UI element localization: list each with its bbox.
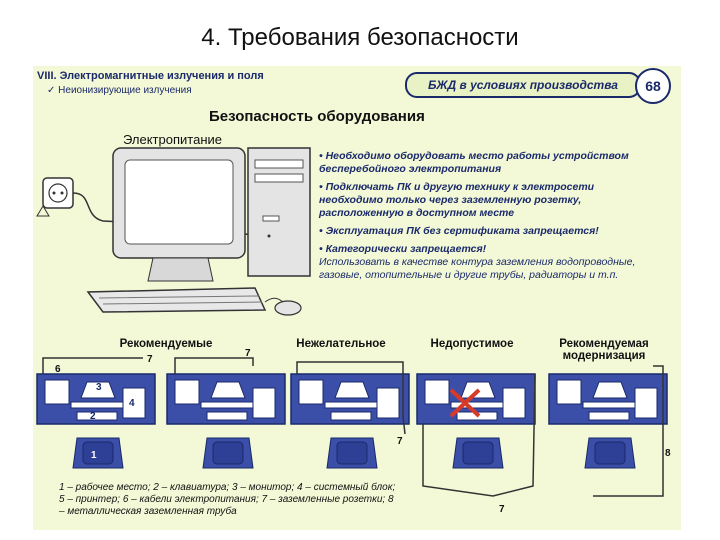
legend-text: 1 – рабочее место; 2 – клавиатура; 3 – м… <box>59 482 396 517</box>
mouse-icon <box>274 300 302 316</box>
station-unacceptable <box>416 373 536 469</box>
label-8: 8 <box>665 448 671 459</box>
caption-undesirable: Нежелательное <box>296 338 386 350</box>
prohibited-cross-icon <box>449 388 481 418</box>
monitor-icon <box>112 147 246 282</box>
slide-title: 4. Требования безопасности <box>201 24 519 51</box>
power-subtitle: Электропитание <box>123 132 222 147</box>
label-2: 2 <box>90 411 96 422</box>
bullet-item: • Необходимо оборудовать место работы ус… <box>319 150 629 175</box>
workstation-diagrams: 5 3 4 2 1 6 7 7 7 7 8 <box>36 348 671 515</box>
label-7c: 7 <box>397 436 403 447</box>
label-6: 6 <box>55 364 61 375</box>
label-7: 7 <box>147 354 153 365</box>
poster-header-line1: VIII. Электромагнитные излучения и поля <box>37 70 264 82</box>
label-7b: 7 <box>245 348 251 359</box>
label-4: 4 <box>129 398 135 409</box>
station-upgrade <box>548 373 668 469</box>
bullet-item: • Подключать ПК и другую технику к элект… <box>319 181 595 219</box>
poster-banner: БЖД в условиях производства <box>405 72 641 98</box>
bullet-item-detail: Использовать в качестве контура заземлен… <box>319 256 636 281</box>
caption-unacceptable: Недопустимое <box>430 338 514 350</box>
label-7d: 7 <box>499 504 505 515</box>
caption-recommended-upgrade: Рекомендуемая модернизация <box>559 338 649 362</box>
section-title: Безопасность оборудования <box>209 108 425 125</box>
poster-header-line2: ✓ Неионизирующие излучения <box>47 85 192 96</box>
station-undesirable <box>290 373 410 469</box>
station-recommended-2 <box>166 373 286 469</box>
bullet-item: • Категорически запрещается! <box>319 243 487 255</box>
label-1: 1 <box>91 450 97 461</box>
safety-bullets: • Необходимо оборудовать место работы ус… <box>319 150 659 282</box>
poster: VIII. Электромагнитные излучения и поля … <box>33 66 681 530</box>
computer-illustration <box>36 147 311 316</box>
system-unit-icon <box>247 147 311 277</box>
label-5: 5 <box>50 389 56 400</box>
label-3: 3 <box>96 382 102 393</box>
bullet-item: • Эксплуатация ПК без сертификата запрещ… <box>319 225 599 237</box>
page-number: 68 <box>635 68 671 104</box>
keyboard-icon <box>86 287 267 313</box>
caption-recommended: Рекомендуемые <box>119 338 213 350</box>
